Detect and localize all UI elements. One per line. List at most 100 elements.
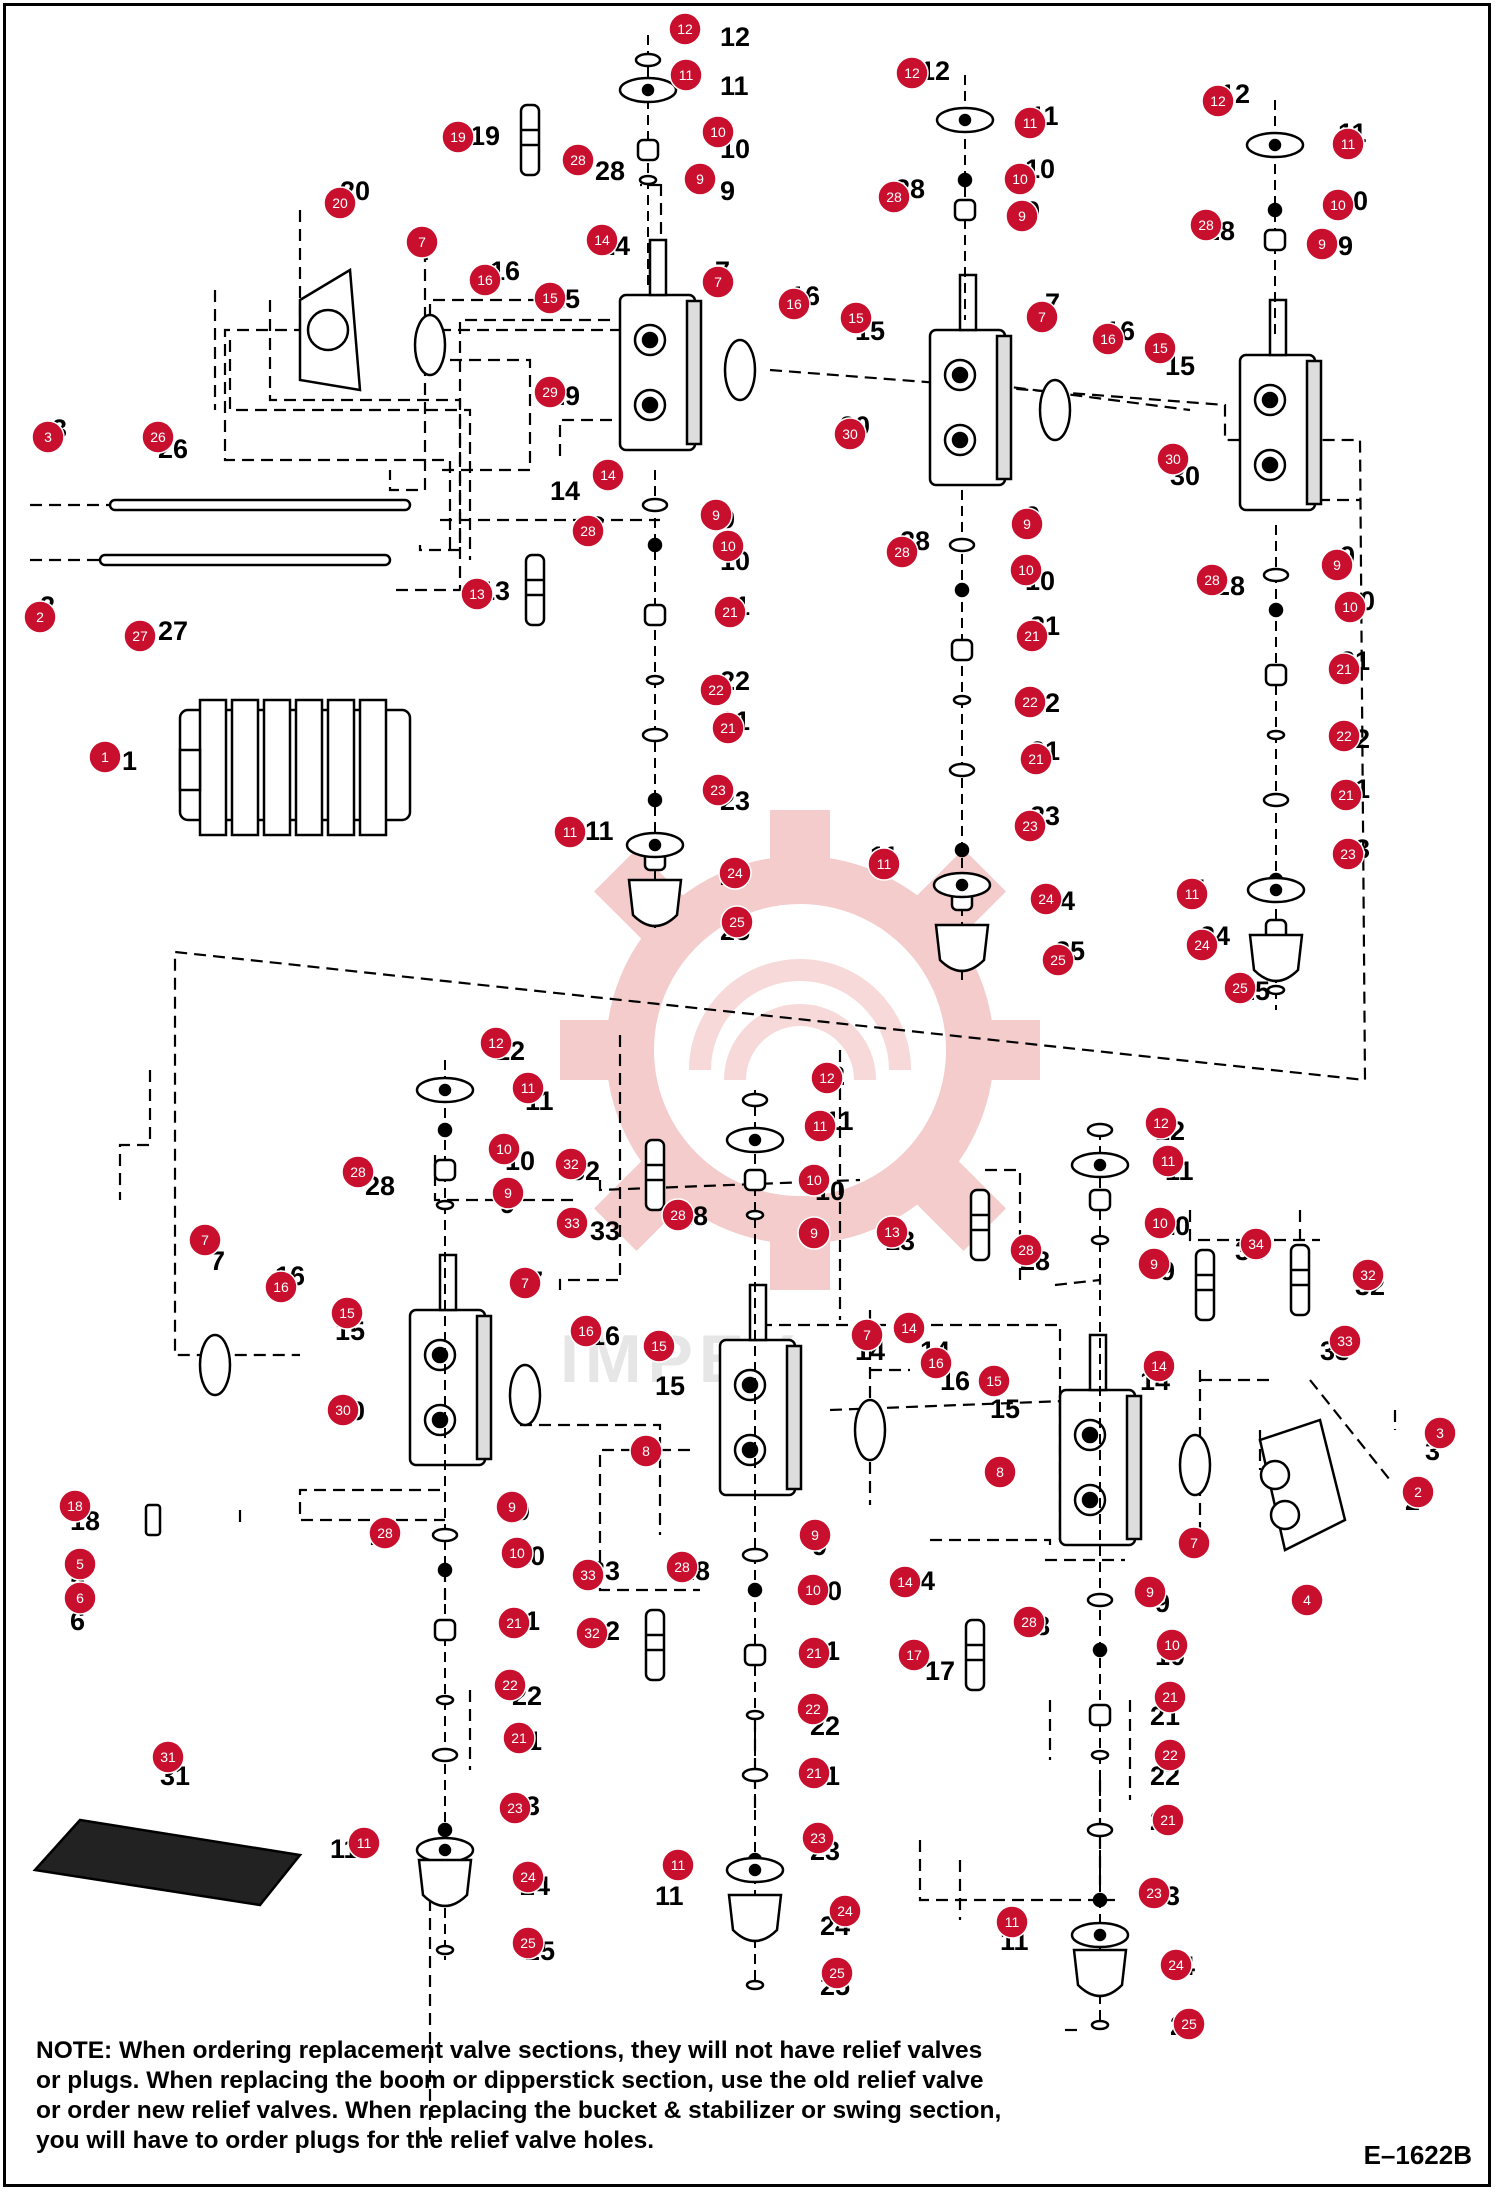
callout-108: 24 <box>828 1894 862 1928</box>
callout-102: 32 <box>575 1616 609 1650</box>
flange-11 <box>725 1856 785 1884</box>
o-ring-2 <box>723 338 757 402</box>
part-number-92: 33 <box>590 1216 620 1246</box>
callout-34: 28 <box>877 180 911 214</box>
guide-line-2 <box>428 298 540 472</box>
o-ring-6 <box>853 1398 887 1462</box>
o-ring-4 <box>198 1333 232 1397</box>
guide-line-8 <box>30 503 410 562</box>
svg-text:24: 24 <box>1038 891 1054 907</box>
svg-text:11: 11 <box>877 856 892 872</box>
svg-text:10: 10 <box>1012 171 1028 187</box>
svg-text:22: 22 <box>502 1677 518 1693</box>
o-ring-3 <box>1038 378 1072 442</box>
callout-134: 23 <box>1137 1876 1171 1910</box>
svg-text:28: 28 <box>674 1559 690 1575</box>
callout-96: 15 <box>642 1329 676 1363</box>
relief-valve-3 <box>969 1188 991 1262</box>
svg-text:15: 15 <box>986 1373 1002 1389</box>
svg-text:24: 24 <box>727 865 743 881</box>
svg-text:3: 3 <box>1436 1425 1444 1441</box>
part-stack-4 <box>641 470 669 930</box>
valve-section-body-4 <box>408 1253 493 1467</box>
svg-text:11: 11 <box>521 1080 536 1096</box>
svg-text:12: 12 <box>677 21 693 37</box>
svg-text:7: 7 <box>418 234 426 250</box>
svg-text:34: 34 <box>1248 1236 1264 1252</box>
relief-valve-6 <box>964 1618 986 1692</box>
callout-46: 11 <box>867 847 901 881</box>
svg-text:7: 7 <box>201 1232 209 1248</box>
svg-text:11: 11 <box>1005 1914 1020 1930</box>
callout-138: 18 <box>58 1489 92 1523</box>
relief-valve-4 <box>1194 1248 1216 1322</box>
svg-text:14: 14 <box>1151 1358 1167 1374</box>
svg-text:17: 17 <box>906 1647 922 1663</box>
callout-23: 21 <box>713 595 747 629</box>
callout-98: 9 <box>798 1518 832 1552</box>
svg-text:24: 24 <box>1168 1957 1184 1973</box>
svg-text:23: 23 <box>710 782 726 798</box>
svg-text:10: 10 <box>1330 197 1346 213</box>
valve-section-body-5 <box>718 1283 803 1497</box>
callout-65: 11 <box>1175 877 1209 911</box>
callout-38: 30 <box>833 417 867 451</box>
svg-text:16: 16 <box>928 1355 944 1371</box>
guide-line-30 <box>118 1070 152 1200</box>
guide-line-15 <box>520 1423 662 1535</box>
svg-text:11: 11 <box>1161 1153 1176 1169</box>
relief-valve-1 <box>519 103 541 177</box>
callout-100: 33 <box>571 1558 605 1592</box>
svg-text:33: 33 <box>564 1215 580 1231</box>
svg-text:12: 12 <box>1153 1115 1169 1131</box>
flange-9 <box>1070 1151 1130 1179</box>
end-cap-3 <box>1248 933 1304 983</box>
callout-99: 10 <box>796 1573 830 1607</box>
callout-120: 34 <box>1239 1227 1273 1261</box>
callout-75: 15 <box>330 1296 364 1330</box>
svg-text:8: 8 <box>642 1443 650 1459</box>
svg-text:21: 21 <box>1028 751 1044 767</box>
svg-text:15: 15 <box>339 1305 355 1321</box>
callout-6: 19 <box>441 120 475 154</box>
callout-21: 9 <box>699 498 733 532</box>
svg-text:21: 21 <box>722 604 738 620</box>
guide-line-31 <box>433 1155 580 1202</box>
guide-line-32 <box>598 1178 861 1192</box>
svg-text:24: 24 <box>520 1869 536 1885</box>
svg-text:7: 7 <box>714 274 722 290</box>
svg-text:6: 6 <box>76 1590 84 1606</box>
svg-text:13: 13 <box>884 1224 900 1240</box>
svg-text:21: 21 <box>506 1615 522 1631</box>
flange-10 <box>415 1836 475 1864</box>
callout-85: 24 <box>511 1860 545 1894</box>
callout-36: 16 <box>777 287 811 321</box>
svg-text:23: 23 <box>1146 1885 1162 1901</box>
svg-text:11: 11 <box>357 1835 372 1851</box>
callout-93: 28 <box>661 1198 695 1232</box>
diagram-frame <box>3 3 1491 2187</box>
guide-line-11 <box>173 368 1367 1357</box>
callout-129: 28 <box>1012 1605 1046 1639</box>
callout-58: 9 <box>1320 548 1354 582</box>
svg-text:14: 14 <box>897 1574 913 1590</box>
callout-45: 23 <box>1013 809 1047 843</box>
callout-70: 10 <box>487 1132 521 1166</box>
callout-61: 21 <box>1327 652 1361 686</box>
callout-68: 12 <box>479 1026 513 1060</box>
relief-valve-7 <box>1289 1243 1311 1317</box>
svg-text:22: 22 <box>1162 1747 1178 1763</box>
svg-text:29: 29 <box>542 384 558 400</box>
callout-62: 22 <box>1327 719 1361 753</box>
guide-line-42 <box>1309 1379 1391 1481</box>
callout-131: 21 <box>1153 1680 1187 1714</box>
part-number-labels: 1211109281920716151429326227131142891021… <box>40 22 1440 2041</box>
callout-63: 21 <box>1329 778 1363 812</box>
flange-8 <box>725 1126 785 1154</box>
note-line-1: When ordering replacement valve sections… <box>112 2037 983 2064</box>
svg-text:11: 11 <box>1341 136 1356 152</box>
svg-text:11: 11 <box>563 824 578 840</box>
end-cap-6 <box>1072 1948 1128 1998</box>
svg-text:10: 10 <box>720 538 736 554</box>
tie-rod-long <box>108 498 412 512</box>
